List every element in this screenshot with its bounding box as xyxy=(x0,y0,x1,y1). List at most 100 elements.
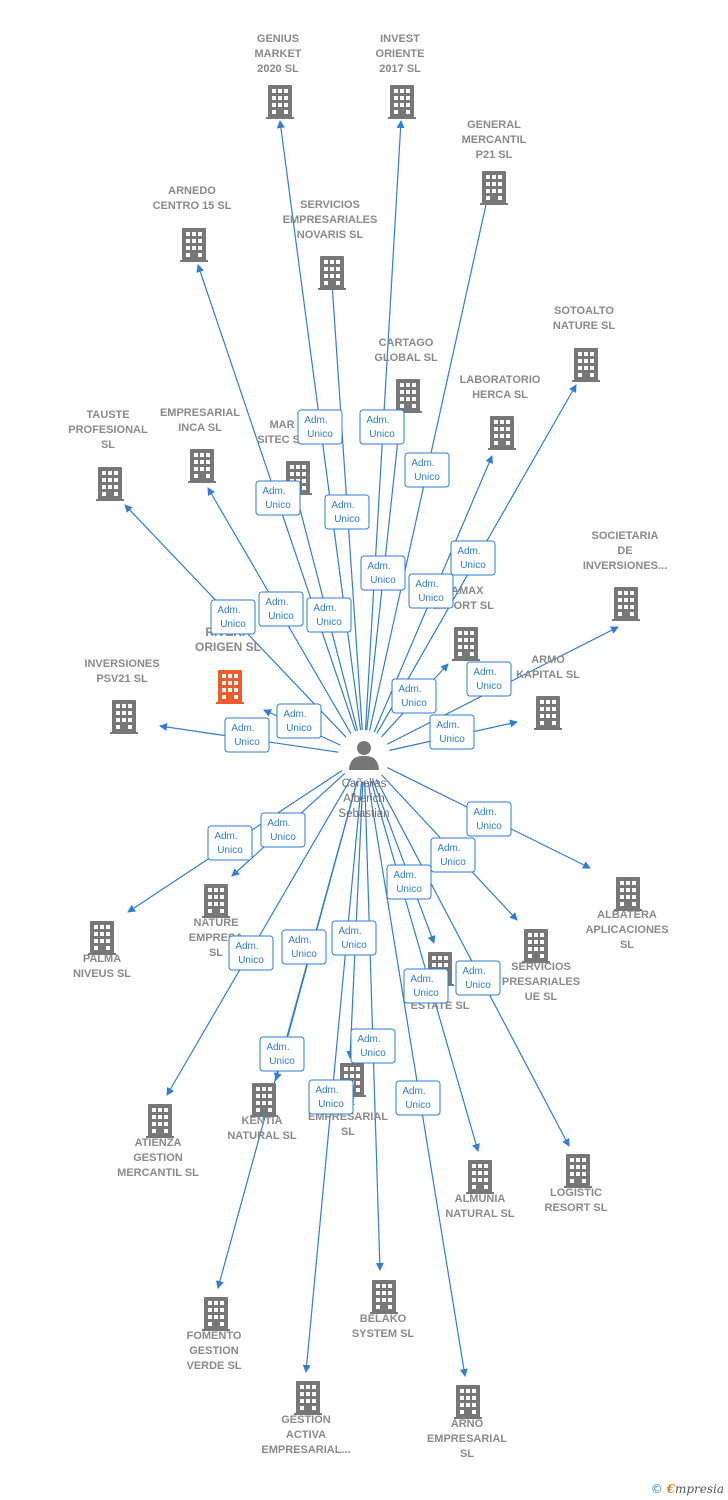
role-badge[interactable]: Adm.Unico xyxy=(455,960,501,996)
company-label-line: PROFESIONAL xyxy=(68,424,148,436)
company-label-line: SL xyxy=(460,1448,474,1460)
role-badge[interactable]: Adm.Unico xyxy=(306,597,352,633)
role-badge[interactable]: Adm.Unico xyxy=(404,452,450,488)
role-badge[interactable]: Adm.Unico xyxy=(308,1079,354,1115)
role-badge-box xyxy=(260,812,306,848)
company-label-line: ARMO xyxy=(531,654,565,666)
role-badge-text: Unico xyxy=(465,980,491,991)
role-badge-text: Adm. xyxy=(338,926,361,937)
role-badge[interactable]: Adm.Unico xyxy=(228,935,274,971)
role-badge[interactable]: Adm.Unico xyxy=(331,920,377,956)
role-badge-text: Unico xyxy=(217,845,243,856)
person-icon-body xyxy=(349,755,379,770)
role-badge[interactable]: Adm.Unico xyxy=(359,409,405,445)
company-label-line: UE SL xyxy=(525,991,558,1003)
role-badge-box xyxy=(450,540,496,576)
role-badge-box xyxy=(207,825,253,861)
role-badge[interactable]: Adm.Unico xyxy=(297,409,343,445)
role-badge-text: Adm. xyxy=(214,831,237,842)
company-label-line: BELAKO xyxy=(360,1313,407,1325)
role-badge[interactable]: Adm.Unico xyxy=(224,717,270,753)
role-badge-text: Unico xyxy=(291,949,317,960)
company-label-line: CARTAGO xyxy=(379,337,434,349)
role-badge[interactable]: Adm.Unico xyxy=(276,703,322,739)
role-badge[interactable]: Adm.Unico xyxy=(255,480,301,516)
role-badge[interactable]: Adm.Unico xyxy=(429,714,475,750)
role-badge[interactable]: Adm. Unico xyxy=(207,825,253,861)
role-badge[interactable]: Adm.Unico xyxy=(395,1080,441,1116)
role-badge[interactable]: Adm.Unico xyxy=(324,494,370,530)
role-badge[interactable]: Adm.Unico xyxy=(258,591,304,627)
role-badge[interactable]: Adm.Unico xyxy=(386,864,432,900)
role-badge[interactable]: Adm.Unico xyxy=(281,929,327,965)
company-label-line: ORIENTE xyxy=(376,48,425,60)
edge-arno xyxy=(367,781,468,1377)
role-badge-text: Unico xyxy=(440,857,466,868)
role-badge-text: Adm. xyxy=(393,870,416,881)
role-badge[interactable]: Adm.Unico xyxy=(360,555,406,591)
role-badge[interactable]: Adm.Unico xyxy=(350,1028,396,1064)
role-badge[interactable]: Adm.Unico xyxy=(259,1036,305,1072)
role-badge[interactable]: Adm.Unico xyxy=(391,678,437,714)
role-badge[interactable]: Adm.Unico xyxy=(466,661,512,697)
role-badge[interactable]: Adm.Unico xyxy=(403,968,449,1004)
company-label-line: GESTION xyxy=(281,1414,331,1426)
role-badge[interactable]: Adm.Unico xyxy=(466,801,512,837)
company-label-line: FOMENTO xyxy=(187,1330,242,1342)
role-badge[interactable]: Adm.Unico xyxy=(260,812,306,848)
role-badge[interactable]: Adm.Unico xyxy=(450,540,496,576)
company-label-line: VAMAX xyxy=(445,585,485,597)
role-badge-text: Adm. xyxy=(262,486,285,497)
company-label-line: SL xyxy=(209,947,223,959)
company-label-line: EMPRESARIAL... xyxy=(261,1444,350,1456)
company-label-line: ARNEDO xyxy=(168,185,216,197)
company-label-line: DE xyxy=(617,545,632,557)
role-badge[interactable]: Adm.Unico xyxy=(430,837,476,873)
role-badge-text: Unico xyxy=(234,737,260,748)
role-badge-text: Adm. xyxy=(235,941,258,952)
role-badge-box xyxy=(391,678,437,714)
role-badge[interactable]: Adm.Unico xyxy=(408,573,454,609)
role-badge-box xyxy=(408,573,454,609)
role-badge[interactable]: Adm.Unico xyxy=(210,599,256,635)
role-badge-box xyxy=(331,920,377,956)
building-icon xyxy=(466,1160,494,1194)
role-badge-box xyxy=(281,929,327,965)
